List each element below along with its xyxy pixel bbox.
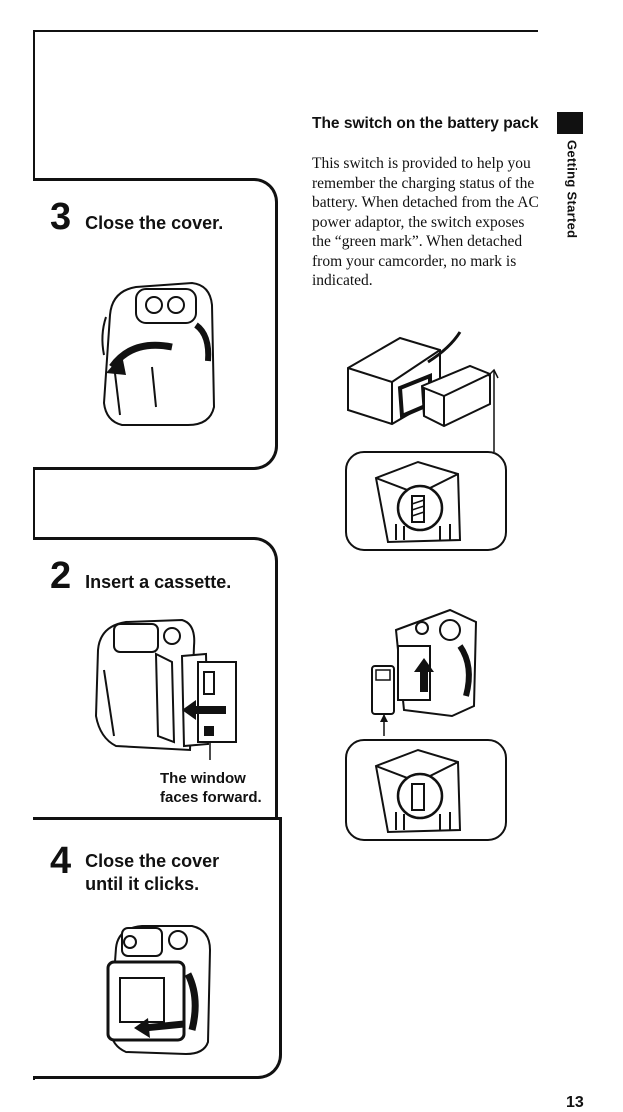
step-4-number: 4 (50, 840, 72, 882)
step-3-number: 3 (50, 196, 72, 238)
side-tab-marker (557, 112, 583, 134)
step-2-text: Insert a cassette. (85, 572, 232, 592)
camcorder-close-cover-clicks-illustration (100, 918, 220, 1058)
step-4-text-line-1: Close the cover (85, 851, 220, 871)
battery-camcorder-illustration (340, 606, 510, 846)
section-title: The switch on the battery pack (312, 115, 539, 132)
step-4-text: Close the cover until it clicks. (85, 842, 219, 895)
step-4-text-line-2: until it clicks. (85, 873, 200, 894)
page-number: 13 (566, 1094, 584, 1111)
side-tab-label: Getting Started (564, 140, 580, 239)
window-caption-line-2: faces forward. (160, 789, 262, 806)
top-rule (33, 30, 538, 32)
step-3-text: Close the cover. (85, 213, 224, 233)
step-2-heading: 2 Insert a cassette. (50, 557, 231, 595)
window-caption: The window faces forward. (160, 769, 262, 807)
camcorder-close-cover-illustration (92, 275, 222, 435)
step-2-number: 2 (50, 555, 72, 597)
window-caption-line-1: The window (160, 770, 246, 787)
section-body: This switch is provided to help you reme… (312, 155, 539, 289)
step-4-heading: 4 Close the cover until it clicks. (50, 842, 219, 895)
camcorder-insert-cassette-illustration (86, 610, 246, 760)
battery-charger-illustration (340, 328, 510, 554)
step-3-heading: 3 Close the cover. (50, 198, 223, 236)
